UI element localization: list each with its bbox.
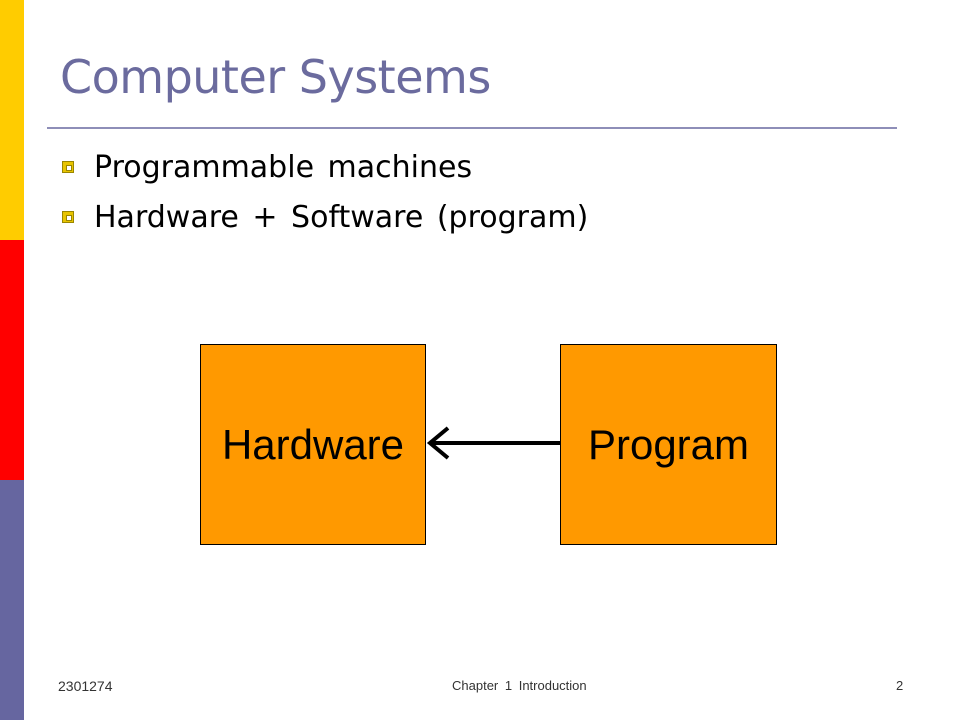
bullet-item: Programmable machines: [62, 142, 588, 192]
bullet-text: Hardware + Software (program): [94, 199, 589, 235]
accent-stripe-top: [0, 0, 24, 240]
bullet-item: Hardware + Software (program): [62, 192, 588, 242]
square-bullet-icon: [62, 211, 74, 223]
footer-chapter: Chapter 1 Introduction: [452, 678, 587, 693]
footer-course-code: 2301274: [58, 678, 113, 694]
program-label: Program: [587, 420, 750, 468]
square-bullet-icon: [62, 161, 74, 173]
bullet-list: Programmable machines Hardware + Softwar…: [62, 142, 588, 242]
accent-stripe-bottom: [0, 480, 24, 720]
hardware-label: Hardware: [221, 420, 405, 468]
footer-page-number: 2: [896, 678, 904, 693]
title-divider: [47, 127, 897, 129]
bullet-text: Programmable machines: [94, 149, 473, 185]
accent-stripe-middle: [0, 240, 24, 480]
program-box: Program: [560, 344, 777, 545]
arrow-left-icon: [426, 426, 560, 460]
slide-title: Computer Systems: [60, 50, 491, 104]
hardware-box: Hardware: [200, 344, 426, 545]
